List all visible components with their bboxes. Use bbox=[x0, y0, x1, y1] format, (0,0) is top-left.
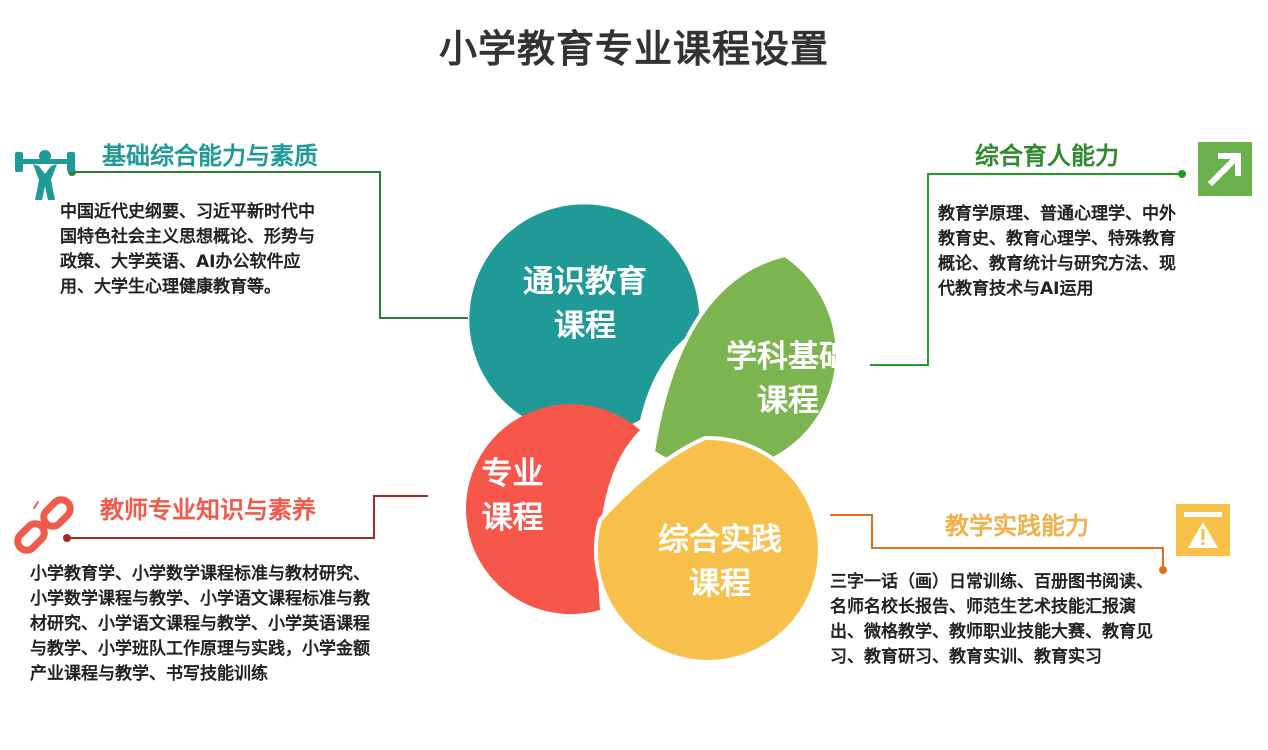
section-teacher-title: 教师专业知识与素养 bbox=[100, 496, 316, 524]
section-education-line: 教育学原理、普通心理学、中外 bbox=[938, 204, 1176, 224]
section-teacher-line: 产业课程与教学、书写技能训练 bbox=[30, 664, 268, 684]
bubble-major-label: 专业 课程 bbox=[450, 452, 575, 540]
connector-teacher bbox=[67, 495, 428, 539]
section-practice-body: 三字一话（画）日常训练、百册图书阅读、 名师名校长报告、师范生艺术技能汇报演 出… bbox=[830, 570, 1250, 670]
bubble-general-line2: 课程 bbox=[554, 308, 616, 344]
section-practice-line: 习、教育研习、教育实训、教育实习 bbox=[830, 647, 1102, 667]
section-education-body: 教育学原理、普通心理学、中外 教育史、教育心理学、特殊教育 概论、教育统计与研究… bbox=[938, 202, 1248, 302]
arrow-up-right-icon bbox=[1198, 142, 1252, 196]
section-basic-line: 国特色社会主义思想概论、形势与 bbox=[60, 227, 315, 247]
warning-window-icon bbox=[1176, 504, 1230, 556]
bubble-subject-label: 学科基础 课程 bbox=[708, 335, 868, 423]
bubble-general-line1: 通识教育 bbox=[523, 264, 647, 300]
bubble-practice-line2: 课程 bbox=[689, 566, 751, 602]
section-education-line: 教育史、教育心理学、特殊教育 bbox=[938, 229, 1176, 249]
bubble-subject-line2: 课程 bbox=[757, 383, 819, 419]
section-education-line: 代教育技术与AI运用 bbox=[938, 279, 1094, 299]
section-practice-line: 名师名校长报告、师范生艺术技能汇报演 bbox=[830, 597, 1136, 617]
connector-teacher-dot bbox=[63, 534, 71, 542]
section-education-title: 综合育人能力 bbox=[975, 142, 1119, 170]
connector-practice-dot bbox=[1159, 566, 1167, 574]
section-basic-line: 中国近代史纲要、习近平新时代中 bbox=[60, 202, 315, 222]
section-practice-line: 三字一话（画）日常训练、百册图书阅读、 bbox=[830, 572, 1153, 592]
section-teacher-body: 小学教育学、小学数学课程标准与教材研究、 小学数学课程与教学、小学语文课程标准与… bbox=[30, 562, 430, 687]
broken-link-icon bbox=[14, 496, 74, 554]
bubble-practice-shape bbox=[593, 435, 822, 664]
section-practice-title: 教学实践能力 bbox=[945, 512, 1089, 540]
bubble-major-line2: 课程 bbox=[481, 500, 544, 536]
bubble-general-shape bbox=[469, 204, 700, 435]
bubble-subject-line1: 学科基础 bbox=[726, 339, 850, 375]
section-basic-title: 基础综合能力与素质 bbox=[102, 142, 318, 170]
page-title: 小学教育专业课程设置 bbox=[438, 27, 829, 71]
connector-education-dot bbox=[1178, 170, 1186, 178]
section-basic-line: 用、大学生心理健康教育等。 bbox=[60, 277, 281, 297]
connector-education bbox=[870, 173, 1182, 366]
section-teacher-line: 材研究、小学语文课程与教学、小学英语课程 bbox=[30, 614, 370, 634]
section-teacher-line: 小学教育学、小学数学课程标准与教材研究、 bbox=[30, 564, 370, 584]
section-basic-line: 政策、大学英语、AI办公软件应 bbox=[60, 252, 301, 272]
section-practice-line: 出、微格教学、教师职业技能大赛、教育见 bbox=[830, 622, 1153, 642]
bubble-general-label: 通识教育 课程 bbox=[505, 260, 665, 348]
bubble-major-line1: 专业 bbox=[481, 456, 544, 492]
bubble-practice-label: 综合实践 课程 bbox=[640, 518, 800, 606]
section-teacher-line: 小学数学课程与教学、小学语文课程标准与教 bbox=[30, 589, 370, 609]
connector-basic bbox=[72, 171, 468, 319]
bubble-practice-line1: 综合实践 bbox=[658, 522, 782, 558]
weightlifter-icon bbox=[15, 150, 75, 200]
connector-practice bbox=[830, 514, 1164, 570]
section-teacher-line: 与教学、小学班队工作原理与实践，小学金额 bbox=[30, 639, 370, 659]
section-basic-body: 中国近代史纲要、习近平新时代中 国特色社会主义思想概论、形势与 政策、大学英语、… bbox=[60, 200, 390, 300]
section-education-line: 概论、教育统计与研究方法、现 bbox=[938, 254, 1176, 274]
